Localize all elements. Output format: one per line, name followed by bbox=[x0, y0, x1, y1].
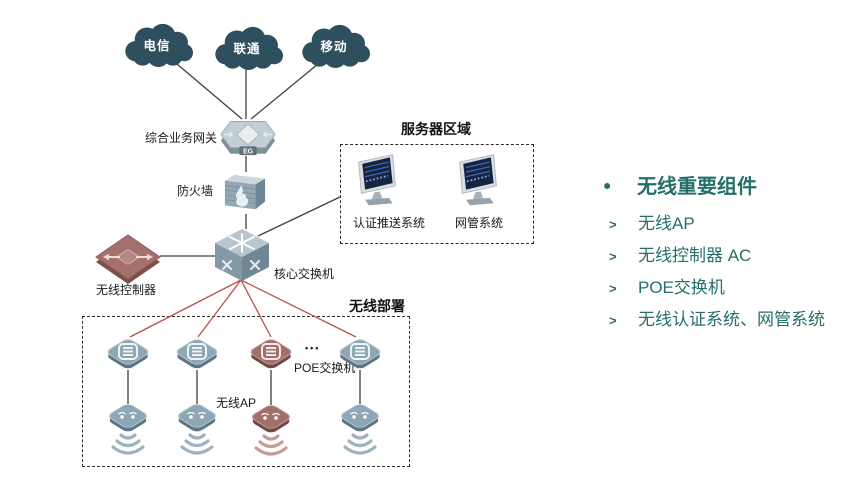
sidebar-item-text: 无线AP bbox=[638, 214, 695, 233]
wireless-ap-icon-highlighted bbox=[252, 405, 290, 456]
arrow-marker-icon: > bbox=[609, 313, 617, 328]
arrow-marker-icon: > bbox=[609, 281, 617, 296]
wireless-ap-icon bbox=[178, 404, 216, 455]
auth-system-label: 认证推送系统 bbox=[352, 216, 425, 230]
sidebar-item-wireless-ap: > 无线AP bbox=[603, 209, 695, 234]
nms-system-label: 网管系统 bbox=[454, 216, 503, 230]
sidebar-item-text: POE交换机 bbox=[638, 278, 725, 297]
bullet-icon: ● bbox=[603, 176, 612, 193]
wireless-area-box bbox=[82, 316, 410, 467]
monitor-icon bbox=[459, 154, 497, 206]
wireless-controller-icon bbox=[95, 234, 161, 284]
sidebar-item-text: 无线控制器 AC bbox=[638, 246, 752, 265]
poe-switch-icon-highlighted bbox=[250, 339, 292, 369]
ellipsis-more-switches: ••• bbox=[305, 343, 321, 353]
wireless-ap-icon bbox=[341, 404, 379, 455]
cloud-icon bbox=[215, 26, 283, 71]
sidebar-item-wireless-controller-ac: > 无线控制器 AC bbox=[603, 241, 751, 266]
poe-switch-icon bbox=[107, 339, 149, 369]
firewall-label: 防火墙 bbox=[176, 184, 213, 198]
gateway-label: 综合业务网关 bbox=[145, 131, 218, 145]
sidebar-heading-text: 无线重要组件 bbox=[637, 176, 757, 198]
sidebar-item-text: 无线认证系统、网管系统 bbox=[638, 310, 825, 329]
cloud-telecom: 电信 bbox=[121, 20, 193, 68]
cloud-label: 移动 bbox=[320, 40, 348, 54]
poe-switch-icon bbox=[339, 339, 381, 369]
core-switch-label: 核心交换机 bbox=[274, 267, 335, 281]
wireless-ap-label: 无线AP bbox=[216, 396, 257, 410]
cloud-label: 联通 bbox=[233, 42, 261, 56]
firewall-icon bbox=[224, 174, 266, 210]
sidebar-item-auth-nms-systems: > 无线认证系统、网管系统 bbox=[603, 305, 825, 330]
poe-switch-label: POE交换机 bbox=[294, 361, 356, 375]
cloud-label: 电信 bbox=[143, 39, 171, 53]
monitor-icon bbox=[358, 154, 396, 206]
poe-switch-icon bbox=[176, 339, 218, 369]
server-area-box bbox=[340, 144, 534, 244]
wireless-area-title: 无线部署 bbox=[349, 298, 405, 314]
server-area-title: 服务器区域 bbox=[401, 121, 471, 137]
gateway-badge: EG bbox=[243, 148, 254, 155]
wireless-controller-label: 无线控制器 bbox=[95, 283, 156, 297]
sidebar-item-poe-switch: > POE交换机 bbox=[603, 273, 725, 298]
wireless-ap-icon bbox=[109, 404, 147, 455]
cloud-unicom: 联通 bbox=[211, 23, 283, 71]
arrow-marker-icon: > bbox=[609, 217, 617, 232]
arrow-marker-icon: > bbox=[609, 249, 617, 264]
sidebar-heading: ● 无线重要组件 bbox=[603, 170, 757, 199]
cloud-icon bbox=[302, 24, 370, 69]
cloud-mobile: 移动 bbox=[298, 21, 370, 69]
cloud-icon bbox=[125, 23, 193, 68]
gateway-eg-icon: EG bbox=[220, 120, 276, 155]
core-switch-icon bbox=[215, 229, 269, 281]
